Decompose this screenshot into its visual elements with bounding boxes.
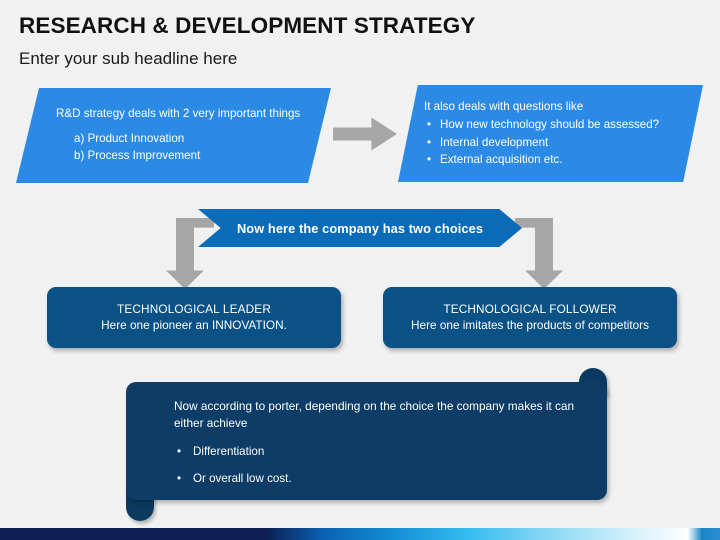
right-card-bullet-text: Internal development — [440, 135, 549, 149]
right-card-content: It also deals with questions like • How … — [398, 85, 703, 182]
left-parallelogram-card[interactable]: R&D strategy deals with 2 very important… — [16, 88, 331, 183]
note-bullet-text: Differentiation — [193, 445, 265, 459]
bullet-icon: • — [427, 118, 432, 132]
choice-card-technological-leader[interactable]: TECHNOLOGICAL LEADER Here one pioneer an… — [47, 287, 341, 348]
left-card-content: R&D strategy deals with 2 very important… — [16, 88, 331, 183]
note-bullet-text: Or overall low cost. — [193, 471, 292, 485]
note-heading: Now according to porter, depending on th… — [174, 399, 575, 431]
right-card-bullet-text: External acquisition etc. — [440, 153, 563, 167]
right-card-bullet-text: How new technology should be assessed? — [440, 118, 660, 132]
bullet-icon: • — [427, 153, 432, 167]
choice-leader-title: TECHNOLOGICAL LEADER — [117, 301, 271, 316]
choice-follower-subtitle: Here one imitates the products of compet… — [410, 317, 650, 332]
page-title: RESEARCH & DEVELOPMENT STRATEGY — [19, 13, 476, 38]
bullet-icon: • — [177, 445, 182, 459]
right-card-bullet: • Internal development — [424, 134, 685, 151]
bullet-icon: • — [177, 471, 182, 485]
choice-card-technological-follower[interactable]: TECHNOLOGICAL FOLLOWER Here one imitates… — [383, 287, 677, 348]
right-card-bullet: • External acquisition etc. — [424, 151, 685, 168]
note-card-body: Now according to porter, depending on th… — [126, 382, 607, 500]
elbow-down-arrow-icon-left — [166, 218, 214, 289]
note-bullet: • Differentiation — [174, 443, 581, 460]
left-card-item-b: b) Process Improvement — [74, 148, 201, 162]
left-card-item-a: a) Product Innovation — [74, 132, 185, 146]
page-subtitle: Enter your sub headline here — [19, 49, 238, 68]
right-arrow-icon — [333, 117, 397, 151]
right-card-heading: It also deals with questions like — [424, 99, 584, 113]
right-parallelogram-card[interactable]: It also deals with questions like • How … — [398, 85, 703, 182]
choice-leader-subtitle: Here one pioneer an INNOVATION. — [101, 317, 287, 332]
note-bullet: • Or overall low cost. — [174, 470, 581, 487]
right-card-bullet: • How new technology should be assessed? — [424, 116, 685, 133]
choices-banner-label: Now here the company has two choices — [236, 220, 484, 236]
choices-banner[interactable]: Now here the company has two choices — [198, 209, 522, 247]
bullet-icon: • — [427, 135, 432, 149]
choice-follower-title: TECHNOLOGICAL FOLLOWER — [443, 301, 617, 316]
left-card-heading: R&D strategy deals with 2 very important… — [56, 107, 301, 121]
note-card[interactable]: Now according to porter, depending on th… — [112, 368, 610, 523]
elbow-down-arrow-icon-right — [515, 218, 563, 289]
footer-gradient-bar — [0, 528, 720, 540]
